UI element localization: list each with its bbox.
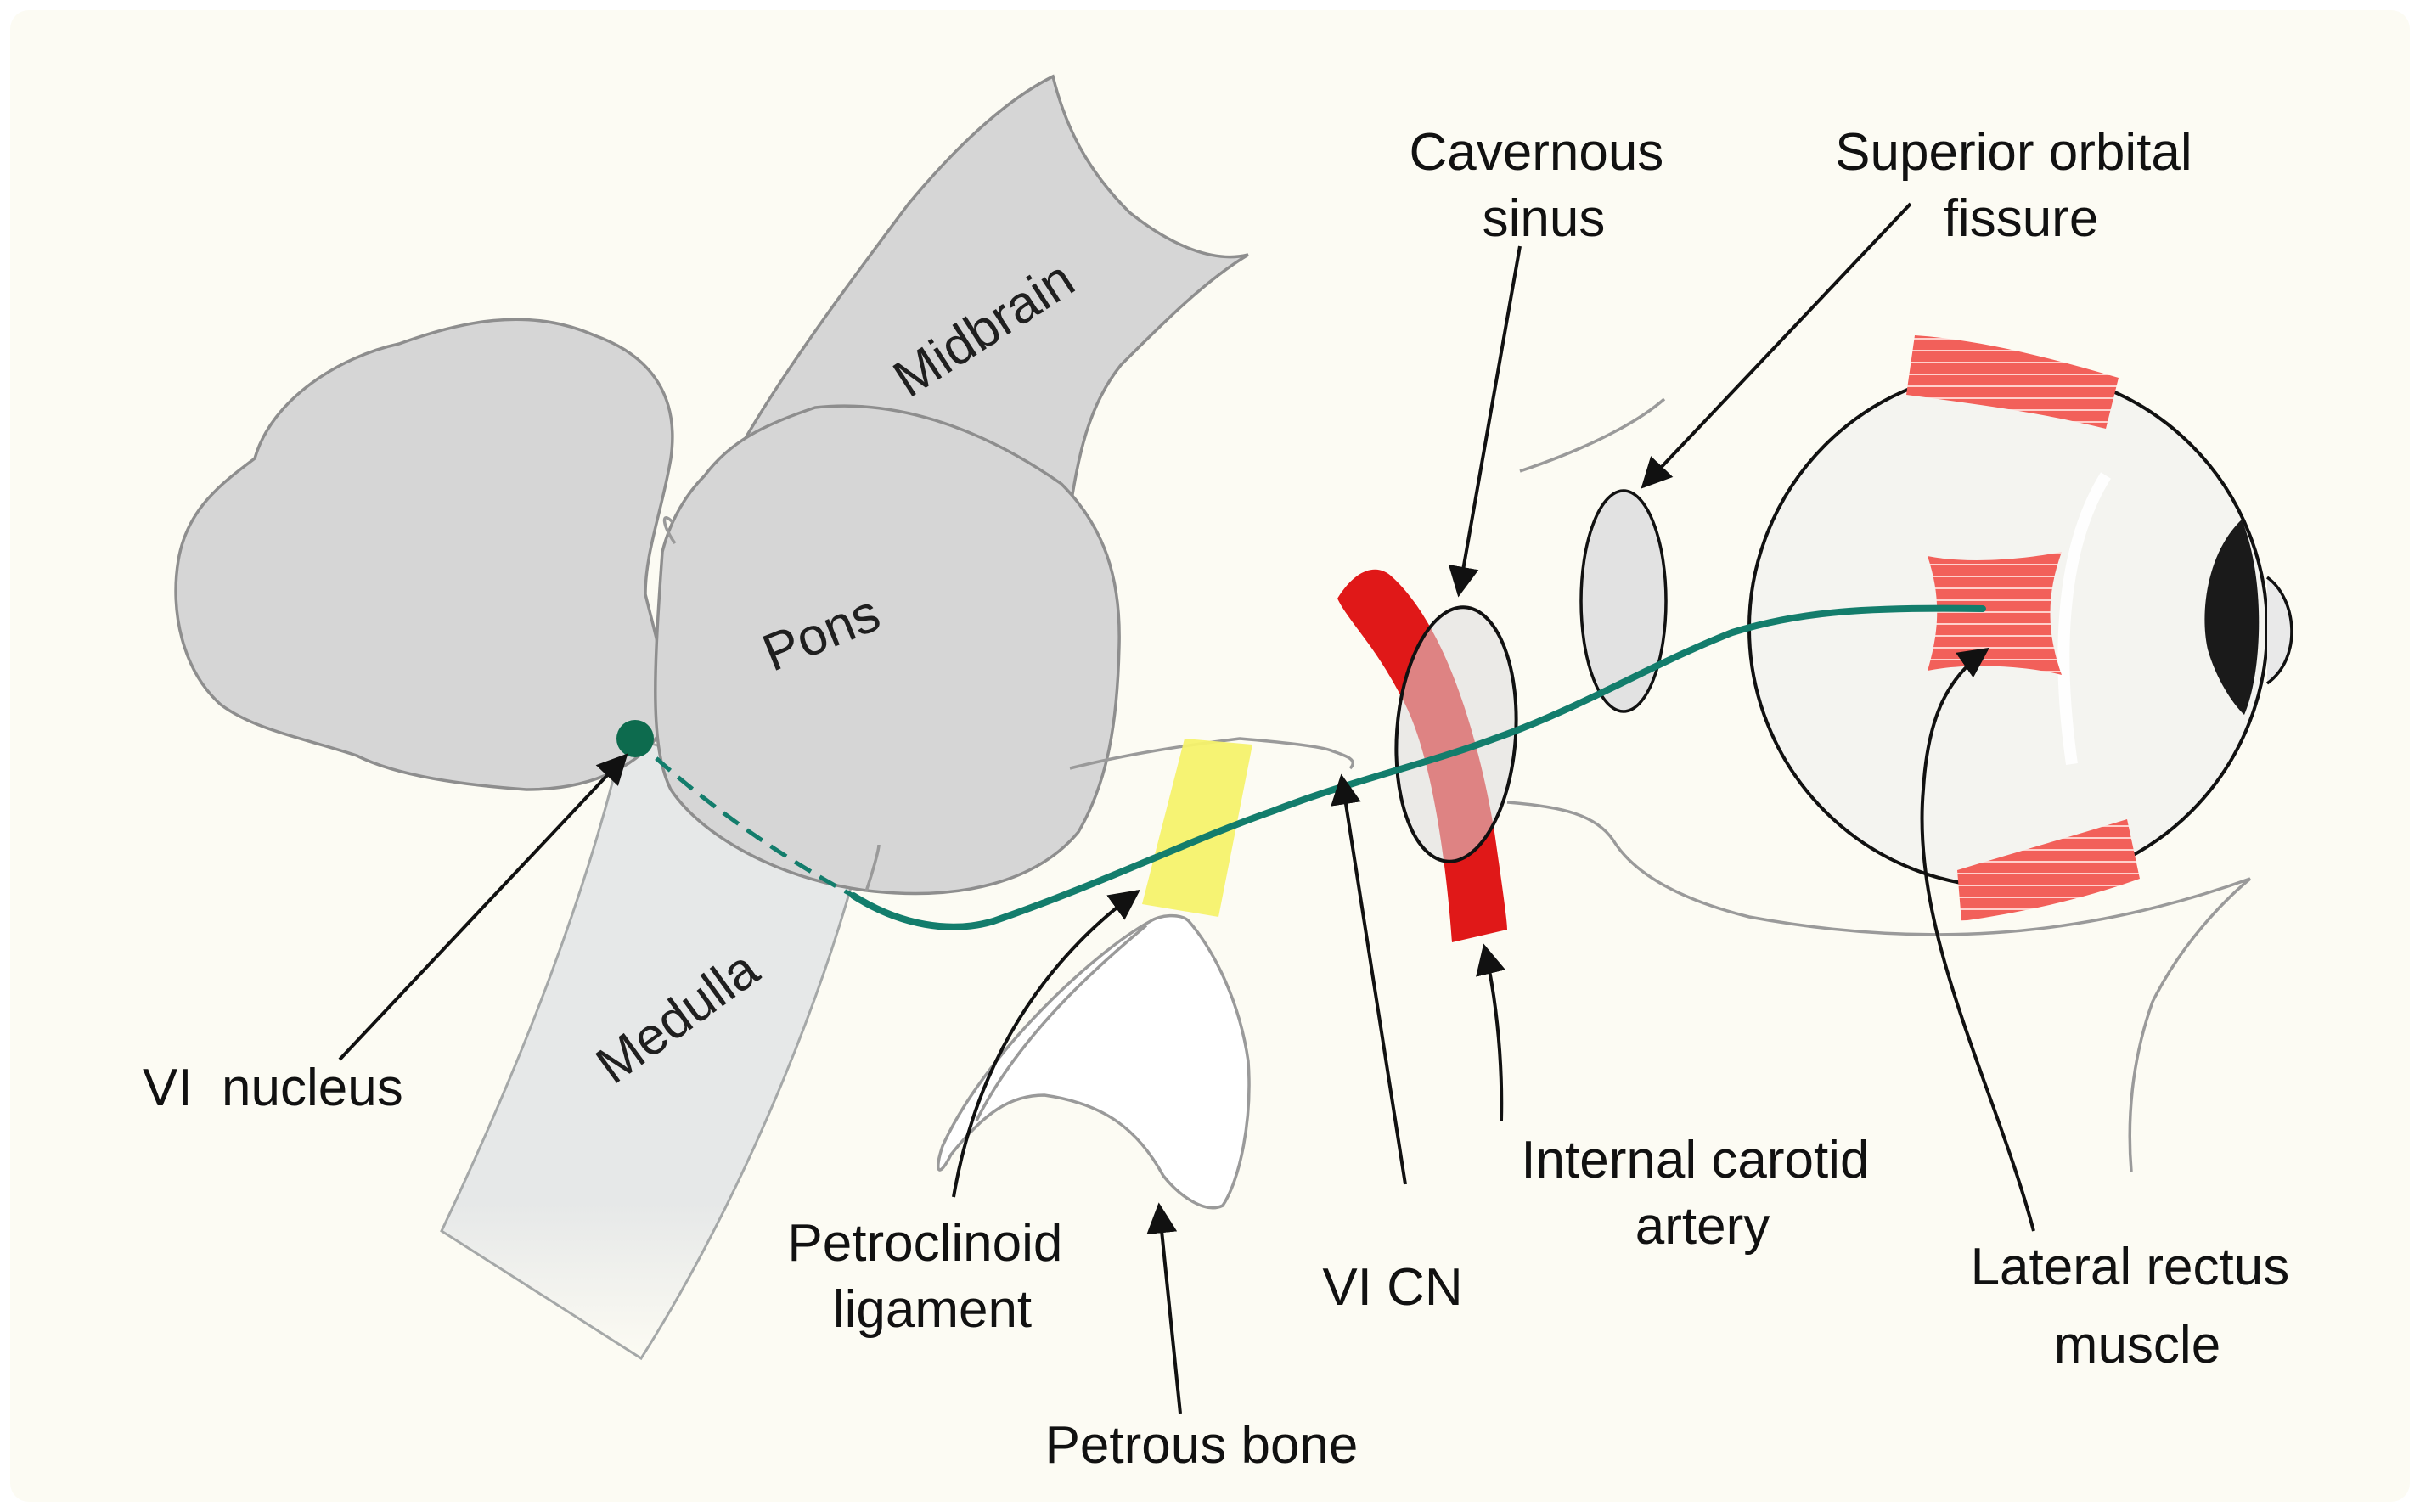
brainstem xyxy=(174,74,1249,1361)
vi-nucleus-dot xyxy=(616,720,654,757)
pupil-shape xyxy=(2204,520,2260,715)
superior-orbital-fissure-label: Superior orbital fissure xyxy=(1835,123,2207,248)
arrowhead-icon xyxy=(1476,943,1506,1121)
pons-notch xyxy=(662,516,677,545)
lateral-rectus-muscle-label: Lateral rectus muscle xyxy=(1971,1238,2305,1374)
superior-orbital-fissure-label-line: fissure xyxy=(1944,189,2099,248)
clivus-line xyxy=(1069,737,1354,770)
orbit-roof-line xyxy=(1519,397,1666,473)
vi-nerve-intra-axial-segment xyxy=(633,737,855,898)
lateral-rectus-muscle-shape xyxy=(1928,552,2062,675)
skull-base-outlines xyxy=(937,397,2252,1210)
cavernous-sinus-label-line: sinus xyxy=(1483,189,1606,248)
cavernous-sinus-group xyxy=(1337,569,1518,942)
arrowhead-icon xyxy=(338,753,628,1061)
vi-cn-label: VI CN xyxy=(1322,1258,1462,1317)
arrowhead-icon xyxy=(1146,1202,1182,1414)
medulla-shape xyxy=(440,734,872,1361)
eyeball-icon xyxy=(1747,335,2293,921)
lateral-rectus-muscle-label-line: muscle xyxy=(2054,1316,2220,1374)
petrous-bone-inner-line xyxy=(975,924,1148,1121)
arrowhead-icon xyxy=(1331,773,1407,1185)
arrowhead-icon xyxy=(1920,647,2035,1232)
petrous-bone-shape xyxy=(937,913,1251,1210)
petroclinoid-ligament-label-line: ligament xyxy=(833,1280,1032,1339)
inferior-muscle-shape xyxy=(1957,819,2140,921)
vi-nerve-path xyxy=(850,604,1986,930)
arrowhead-icon xyxy=(952,889,1140,1198)
pons-medulla-boundary xyxy=(864,844,881,892)
petroclinoid-ligament-label-line: Petroclinoid xyxy=(787,1214,1062,1273)
superior-orbital-fissure-shape xyxy=(1579,489,1668,713)
petroclinoid-ligament-shape xyxy=(1142,739,1252,917)
arrowhead-icon xyxy=(1641,202,1912,489)
petroclinoid-ligament-label: Petroclinoid ligament xyxy=(787,1214,1077,1339)
cavernous-sinus-label-line: Cavernous xyxy=(1409,123,1663,182)
internal-carotid-artery-label: Internal carotid artery xyxy=(1521,1131,1883,1256)
petrous-bone-label: Petrous bone xyxy=(1045,1416,1359,1475)
pons-shape xyxy=(654,404,1121,896)
leader-lines xyxy=(338,202,2035,1414)
superior-orbital-fissure-label-line: Superior orbital xyxy=(1835,123,2192,182)
internal-carotid-artery-label-line: artery xyxy=(1635,1197,1770,1256)
eye-highlight xyxy=(2057,472,2111,765)
cavernous-sinus-label: Cavernous sinus xyxy=(1409,123,1678,248)
internal-carotid-artery-label-line: Internal carotid xyxy=(1521,1131,1869,1189)
floor-line xyxy=(1506,801,2252,1172)
cornea-shape xyxy=(2265,576,2293,685)
cavernous-sinus-shape xyxy=(1394,605,1518,863)
superior-muscle-shape xyxy=(1906,335,2119,429)
lateral-rectus-muscle-label-line: Lateral rectus xyxy=(1971,1238,2290,1296)
arrowhead-icon xyxy=(1448,245,1522,598)
vi-nucleus-label: VI nucleus xyxy=(143,1059,403,1117)
